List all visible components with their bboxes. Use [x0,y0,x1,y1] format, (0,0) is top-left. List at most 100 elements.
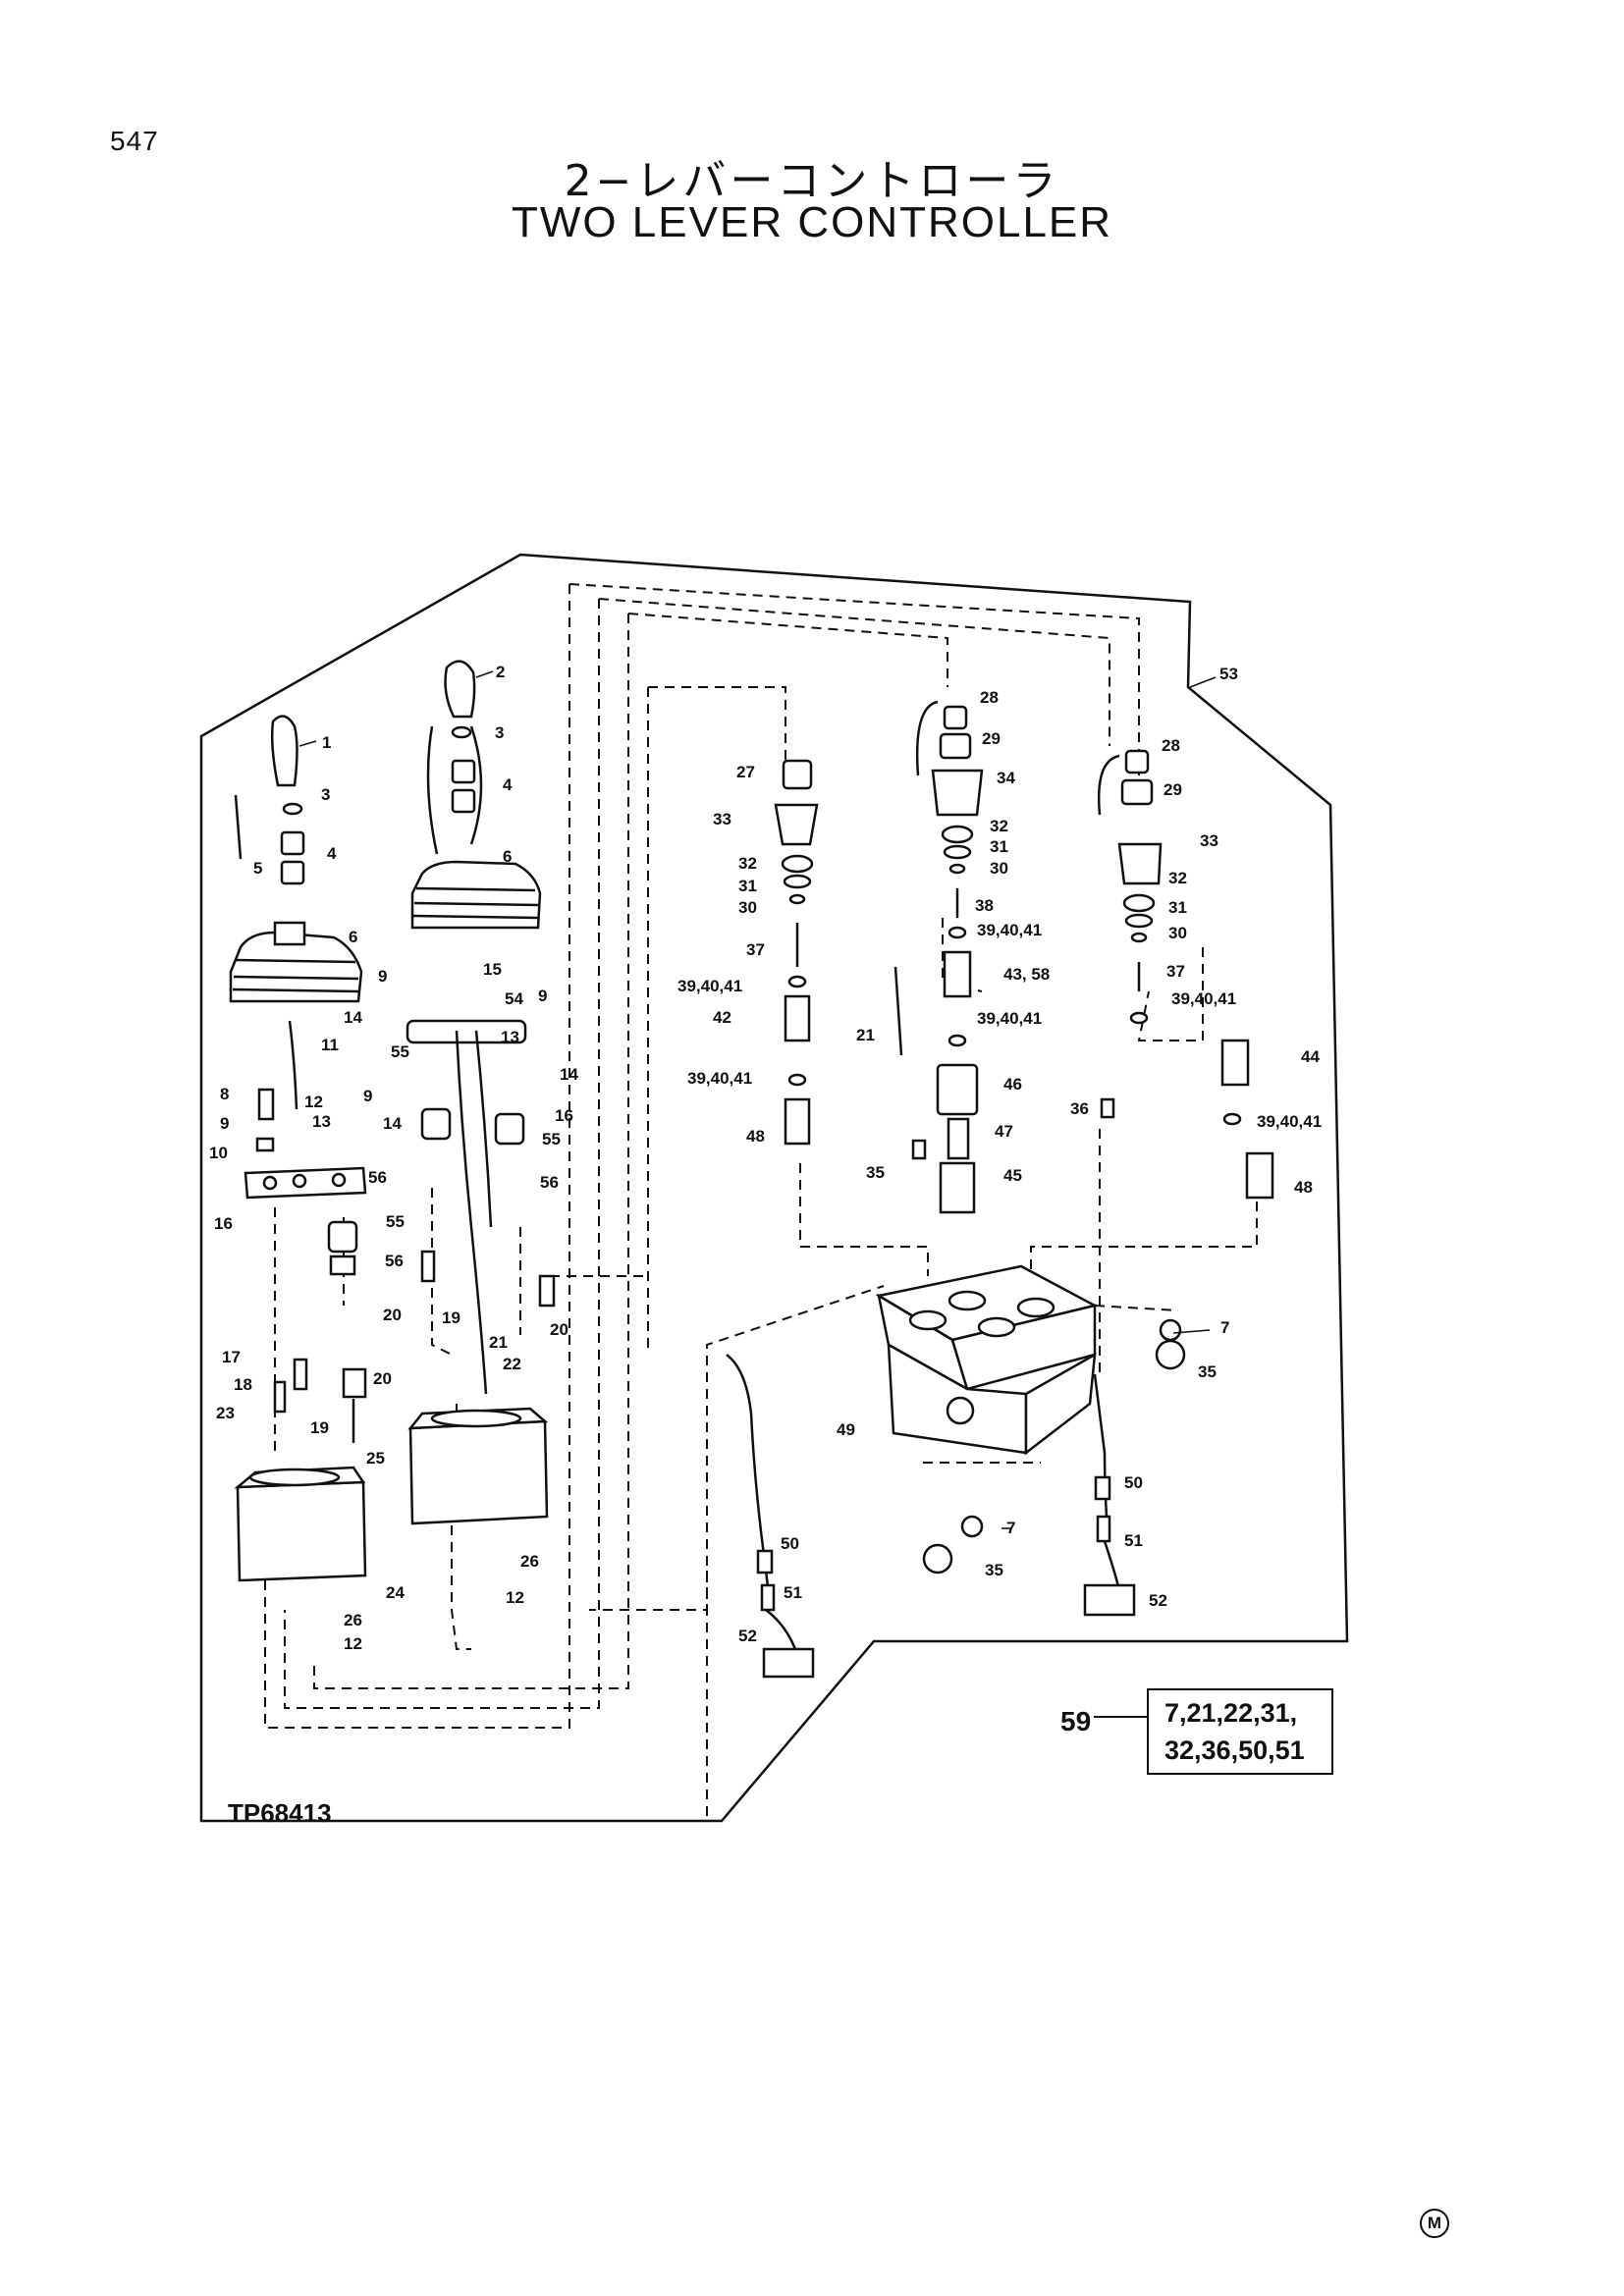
kit-callout-number: 59 [1060,1706,1092,1736]
kit-contents-box: 7,21,22,31, 32,36,50,51 [1147,1688,1333,1775]
rubber-boot-center [410,860,542,930]
callout-31: 31 [1168,898,1187,917]
callout-52: 52 [738,1627,757,1645]
callout-20: 20 [383,1306,402,1324]
callout-22: 22 [503,1355,521,1373]
callout-50: 50 [781,1534,799,1553]
kit-contents-line-1: 7,21,22,31, [1164,1698,1298,1728]
callout-50: 50 [1124,1473,1143,1492]
drawing-code: TP68413 [228,1798,332,1828]
lever-grip-left [270,715,298,787]
assembly-boundary [199,553,1349,1823]
callout-labels: 1 2 3 3 4 4 5 6 6 7 7 8 9 9 9 9 10 11 12… [209,663,1322,1653]
callout-45: 45 [1003,1166,1022,1185]
callout-20: 20 [373,1369,392,1388]
callout-26: 26 [344,1611,362,1629]
callout-11: 11 [321,1036,339,1054]
callout-39-40-41: 39,40,41 [977,921,1042,939]
callout-53: 53 [1219,665,1238,683]
callout-47: 47 [995,1122,1013,1141]
callout-33: 33 [1200,831,1218,850]
callout-28: 28 [1162,736,1180,755]
callout-32: 32 [738,854,757,873]
callout-31: 31 [738,877,757,895]
callout-29: 29 [982,729,1001,748]
callout-54: 54 [505,989,523,1008]
lever-grip-center [444,660,476,719]
callout-26: 26 [520,1552,539,1571]
callout-27: 27 [736,763,755,781]
callout-29: 29 [1164,780,1182,799]
callout-9: 9 [378,967,387,986]
callout-19: 19 [310,1418,329,1437]
callout-10: 10 [209,1144,228,1162]
callout-15: 15 [483,960,502,979]
callout-37: 37 [1166,962,1185,981]
callout-16: 16 [555,1106,573,1125]
callout-5: 5 [253,859,262,878]
callout-21: 21 [489,1333,508,1352]
callout-35: 35 [866,1163,885,1182]
page-number: 547 [110,126,159,156]
callout-6: 6 [349,928,357,946]
callout-33: 33 [713,810,731,828]
kit-contents-line-2: 32,36,50,51 [1164,1735,1305,1765]
callout-9: 9 [538,987,547,1005]
kit-leader-line [1094,1716,1147,1718]
callout-49: 49 [837,1420,855,1439]
corner-mark: M [1420,2209,1449,2238]
center-lever-assembly [406,660,556,1525]
callout-36: 36 [1070,1099,1089,1118]
callout-55: 55 [542,1130,561,1148]
title-english: TWO LEVER CONTROLLER [511,198,1113,246]
callout-56: 56 [540,1173,559,1192]
callout-55: 55 [391,1042,409,1061]
callout-16: 16 [214,1214,233,1233]
callout-38: 38 [975,896,994,915]
callout-leaders [298,670,1217,1529]
callout-30: 30 [738,898,757,917]
callout-12: 12 [344,1634,362,1653]
callout-6: 6 [503,847,512,866]
callout-14: 14 [560,1065,578,1084]
callout-52: 52 [1149,1591,1167,1610]
callout-42: 42 [713,1008,731,1027]
callout-23: 23 [216,1404,235,1422]
callout-32: 32 [990,817,1008,835]
callout-24: 24 [386,1583,405,1602]
dashed-guide-lines [264,583,1258,1816]
callout-39-40-41: 39,40,41 [977,1009,1042,1028]
callout-12: 12 [304,1093,323,1111]
callout-44: 44 [1301,1047,1320,1066]
callout-30: 30 [990,859,1008,878]
title-japanese: 2−レバーコントローラ [564,156,1060,206]
callout-14: 14 [344,1008,362,1027]
callout-13: 13 [312,1112,331,1131]
callout-34: 34 [997,769,1015,787]
callout-3: 3 [321,785,330,804]
callout-32: 32 [1168,869,1187,887]
callout-4: 4 [327,844,337,863]
callout-35: 35 [985,1561,1003,1579]
callout-51: 51 [1124,1531,1143,1550]
callout-48: 48 [746,1127,765,1146]
callout-51: 51 [784,1583,802,1602]
callout-28: 28 [980,688,999,707]
callout-35: 35 [1198,1362,1217,1381]
callout-56: 56 [385,1252,404,1270]
callout-39-40-41: 39,40,41 [1171,989,1236,1008]
callout-56: 56 [368,1168,387,1187]
callout-39-40-41: 39,40,41 [677,977,742,995]
callout-21: 21 [856,1026,875,1044]
pilot-valve-components [774,700,1274,1214]
callout-17: 17 [222,1348,241,1366]
callout-2: 2 [496,663,505,681]
callout-39-40-41: 39,40,41 [1257,1112,1322,1131]
callout-55: 55 [386,1212,405,1231]
callout-37: 37 [746,940,765,959]
callout-31: 31 [990,837,1008,856]
callout-9: 9 [220,1114,229,1133]
valve-block [875,1264,1186,1575]
callout-14: 14 [383,1114,402,1133]
callout-19: 19 [442,1308,460,1327]
